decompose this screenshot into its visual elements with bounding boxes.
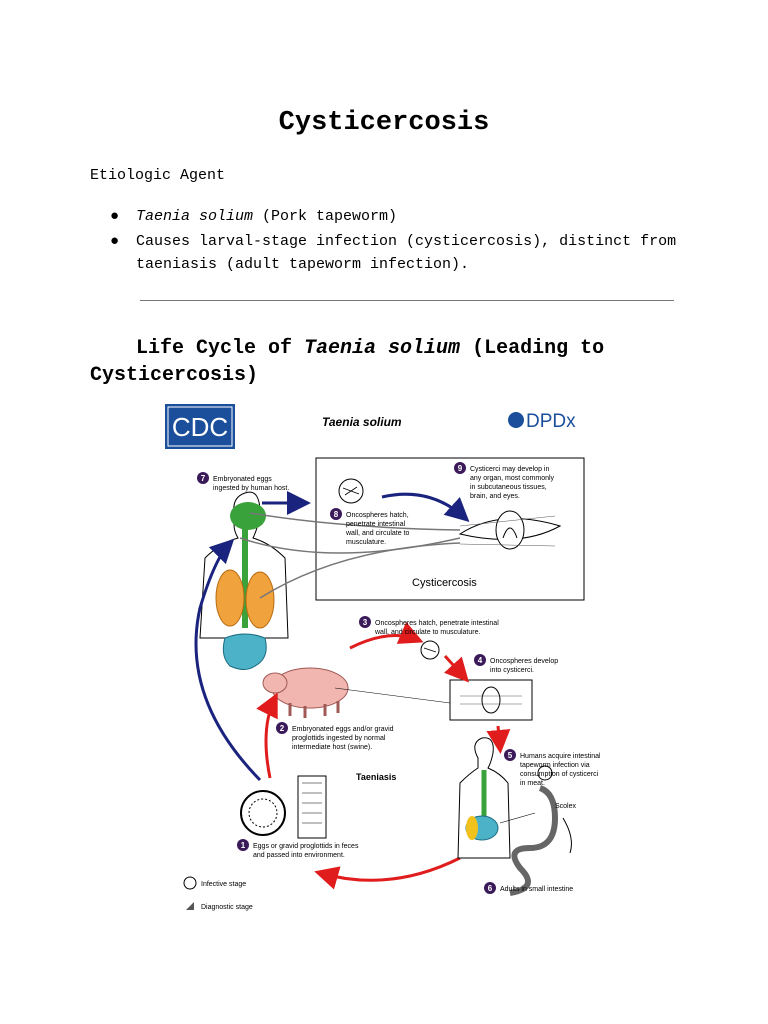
taeniasis-label: Taeniasis <box>356 772 396 782</box>
step-number: 1 <box>241 841 246 850</box>
step-number: 8 <box>334 510 339 519</box>
dpdx-logo: DPDx <box>508 411 576 432</box>
egg-icon <box>240 790 286 836</box>
pig-figure <box>262 667 349 718</box>
bullet-item: ● Taenia solium (Pork tapeworm) <box>110 205 710 228</box>
step-description: brain, and eyes. <box>470 493 520 500</box>
step-description: intermediate host (swine). <box>292 744 372 751</box>
step-number-badge <box>359 616 371 628</box>
life-cycle-diagram: CDC Taenia solium DPDx Cysticercosis <box>165 404 600 911</box>
cdc-logo: CDC <box>165 404 235 449</box>
cyst-tissue-icon <box>458 510 562 550</box>
step-description: wall, and circulate to musculature. <box>374 629 480 636</box>
step-description: Embryonated eggs and/or gravid <box>292 726 394 733</box>
step-description: Oncospheres develop <box>490 658 558 665</box>
bullet-icon: ● <box>110 208 120 225</box>
step-number: 3 <box>363 618 368 627</box>
human-body-figure <box>199 491 289 670</box>
legend: Infective stage Diagnostic stage <box>183 876 253 911</box>
step-number-badge <box>197 472 209 484</box>
step-description: into cysticerci. <box>490 667 534 674</box>
step-number-badge <box>474 654 486 666</box>
step-description: any organ, most commonly <box>470 475 555 482</box>
step-number: 9 <box>458 464 463 473</box>
legend-diagnostic: Diagnostic stage <box>201 904 253 911</box>
svg-text:DPDx: DPDx <box>526 411 576 432</box>
step-number-badge <box>504 749 516 761</box>
step-description: proglottids ingested by normal <box>292 735 386 742</box>
step-description: and passed into environment. <box>253 852 345 859</box>
step-number: 2 <box>280 724 285 733</box>
step-description: in meat. <box>520 780 545 787</box>
step-number: 7 <box>201 474 206 483</box>
step-number-badge <box>237 839 249 851</box>
cysticercosis-label: Cysticercosis <box>412 577 477 589</box>
proglottid-icon <box>297 775 327 839</box>
step-description: in subcutaneous tissues, <box>470 484 547 491</box>
adult-tapeworm-icon <box>509 765 559 896</box>
step-description: penetrate intestinal <box>346 521 406 528</box>
bullet-text: (Pork tapeworm) <box>253 208 398 225</box>
page-title: Cysticercosis <box>278 108 490 138</box>
species-title: Taenia solium <box>322 415 402 429</box>
bullet-italic: Taenia solium <box>136 208 254 225</box>
step-number-badge <box>484 882 496 894</box>
bullet-text: Causes larval-stage infection (cysticerc… <box>136 233 677 273</box>
step-number: 4 <box>478 656 483 665</box>
horizontal-rule <box>140 300 674 301</box>
step-description: tapeworm infection via <box>520 762 590 769</box>
step-number: 6 <box>488 884 493 893</box>
step-annotations: 1 Eggs or gravid proglottids in feces and … <box>197 462 600 894</box>
bullet-list: ● Taenia solium (Pork tapeworm) ● Causes… <box>110 205 710 278</box>
step-number-badge <box>330 508 342 520</box>
step-number-badge <box>454 462 466 474</box>
step-description: ingested by human host. <box>213 485 289 492</box>
human-intestine-figure <box>457 737 511 859</box>
oncosphere-icon <box>338 478 364 504</box>
step-description: consumption of cysticerci <box>520 771 599 778</box>
step-number-badge <box>276 722 288 734</box>
scolex-label: Scolex <box>555 803 577 810</box>
bullet-item: ● Causes larval-stage infection (cystice… <box>110 230 710 276</box>
step-description: wall, and circulate to <box>345 530 410 537</box>
step-description: musculature. <box>346 539 386 546</box>
section-heading: Life Cycle of Taenia solium (Leading to … <box>90 337 605 387</box>
step-description: Adults in small intestine <box>500 886 573 893</box>
step-description: Humans acquire intestinal <box>520 753 600 760</box>
step-description: Cysticerci may develop in <box>470 466 549 473</box>
bullet-icon: ● <box>110 233 120 250</box>
step-description: Embryonated eggs <box>213 476 272 483</box>
cysticercosis-box <box>315 457 585 601</box>
step-description: Oncospheres hatch, penetrate intestinal <box>375 620 499 627</box>
step-description: Oncospheres hatch, <box>346 512 409 519</box>
legend-infective: Infective stage <box>201 881 246 888</box>
svg-text:CDC: CDC <box>172 412 228 442</box>
step-number: 5 <box>508 751 513 760</box>
step-description: Eggs or gravid proglottids in feces <box>253 843 359 850</box>
section-label: Etiologic Agent <box>90 167 226 184</box>
oncosphere-icon <box>420 640 440 660</box>
